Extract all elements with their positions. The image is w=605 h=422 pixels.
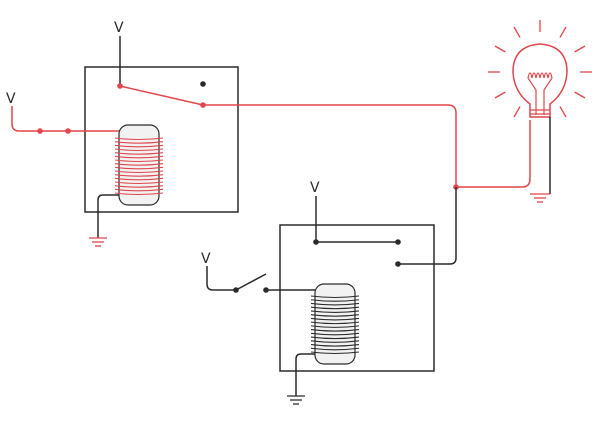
relay-1-idle-contact [200,81,206,87]
lamp-ground-symbol [530,193,550,203]
light-ray [513,26,521,38]
relay-1-switch-arm[interactable] [119,85,204,106]
relay-2-ground-wire [295,353,315,396]
coil-winding [114,152,164,155]
relay-1-coil-windings [114,137,164,196]
coil-winding [114,144,164,148]
coil-winding [310,321,360,325]
light-bulb [488,20,592,203]
coil-winding [310,299,360,302]
coil-winding [310,336,360,340]
coil-winding [114,166,164,170]
coil-winding [310,332,360,336]
coil-winding [310,343,360,347]
coil-winding [310,351,360,355]
relay-1-input-switch-a [37,128,43,134]
coil-winding [310,295,360,299]
light-ray [574,91,586,99]
bulb-base [530,109,550,115]
filament [527,72,553,79]
relay-2-coil-windings [310,295,360,355]
coil-winding [310,325,360,328]
lamp-feed-wire[interactable] [456,120,531,188]
coil-winding [310,329,360,332]
coil-winding [310,306,360,310]
relay-2-output-wire[interactable] [398,187,457,265]
coil-winding [114,155,164,159]
light-ray [513,106,521,118]
relay-1-input-label: V [6,91,16,107]
coil-winding [114,177,164,181]
bulb-glass [512,43,568,118]
coil-winding [310,317,360,321]
relay-2-ground-symbol [287,395,305,405]
relay-1-ground-symbol [89,237,107,247]
light-ray [574,45,586,53]
coil-winding [310,347,360,351]
coil-winding [310,310,360,313]
relay-1-ground-wire [97,194,119,238]
coil-winding [114,181,164,185]
coil-winding [114,159,164,163]
relay-2-input-label: V [201,251,211,267]
relay-2-input-switch-blade[interactable] [235,273,267,291]
light-ray [559,106,567,118]
coil-winding [114,188,164,192]
coil-winding [310,302,360,306]
relay-2-input-wire[interactable] [206,266,236,291]
relay-1-input-wire[interactable] [11,106,119,132]
light-ray [559,26,567,38]
relay-1: V V [6,20,239,247]
coil-winding [310,340,360,343]
coil-winding [114,137,164,141]
relay-1-output-wire[interactable] [203,104,457,187]
coil-winding [114,170,164,174]
light-rays [488,20,592,118]
coil-winding [114,174,164,177]
relay-2-housing [279,224,435,372]
filament-supports [527,77,553,115]
coil-winding [114,163,164,166]
light-ray [494,45,506,53]
relay-2-supply-label: V [310,180,320,196]
relay-1-supply-label: V [114,20,124,36]
coil-winding [114,141,164,144]
coil-winding [114,185,164,188]
light-ray [494,91,506,99]
relay-2: V V [201,180,457,405]
relay-2-idle-contact [395,239,401,245]
relay-1-housing [84,66,239,213]
coil-winding [114,192,164,196]
coil-winding [114,148,164,152]
relay-1-input-switch-b [65,128,71,134]
coil-winding [310,314,360,317]
